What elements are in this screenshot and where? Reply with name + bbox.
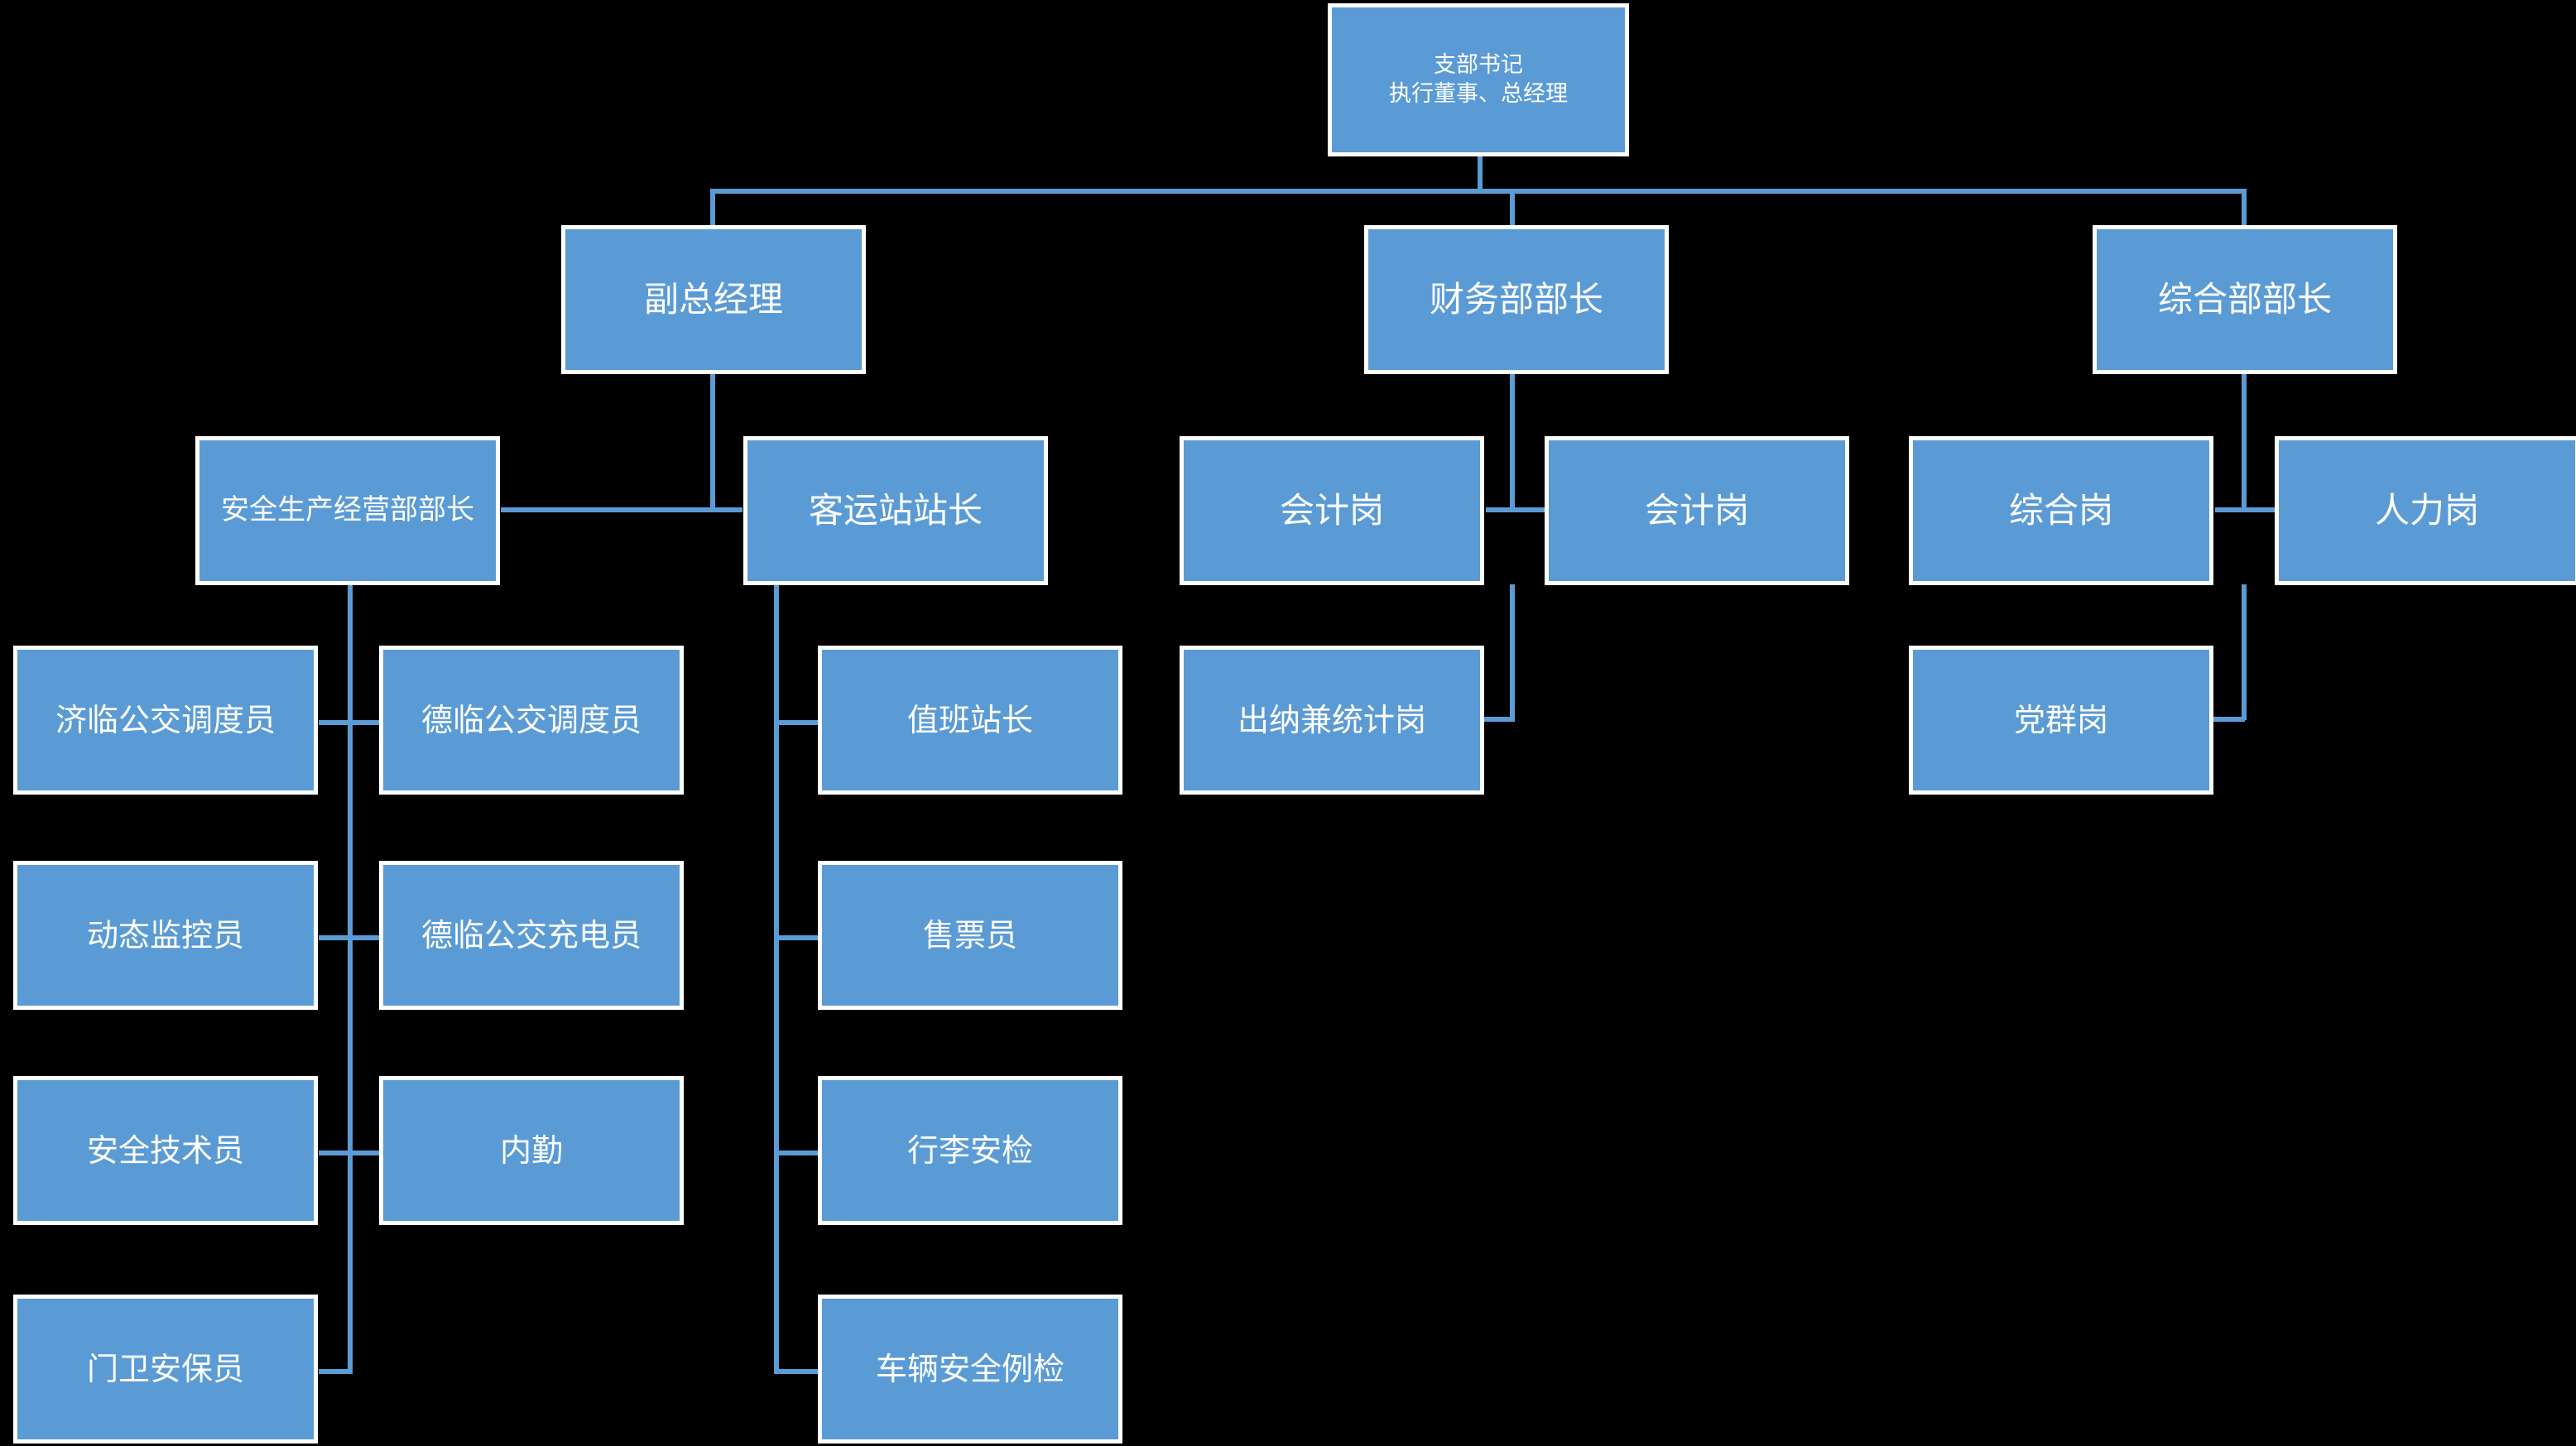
node-root[interactable]: 支部书记 执行董事、总经理 [1328,3,1629,156]
node-bus-station-master[interactable]: 客运站站长 [743,436,1048,585]
node-safety-production-department-head[interactable]: 安全生产经营部部长 [195,436,500,585]
node-finance-department-head[interactable]: 财务部部长 [1364,225,1669,374]
connector-admin-level3-bus [2215,507,2281,512]
node-baggage-security-check[interactable]: 行李安检 [818,1076,1122,1225]
node-label: 综合岗 [2008,490,2113,531]
node-accountant-post-1[interactable]: 会计岗 [1180,436,1484,585]
node-label: 值班站长 [906,701,1033,738]
node-label: 德临公交充电员 [421,916,642,954]
node-party-affairs-post[interactable]: 党群岗 [1909,646,2213,795]
node-label: 安全生产经营部部长 [221,493,474,527]
node-cashier-and-statistics-post[interactable]: 出纳兼统计岗 [1180,646,1484,795]
connector-level2-bus [710,189,2247,194]
node-label: 人力岗 [2374,490,2479,531]
node-label: 客运站站长 [808,490,983,531]
node-delin-bus-charging-operator[interactable]: 德临公交充电员 [379,861,684,1010]
node-gate-security-guard[interactable]: 门卫安保员 [13,1295,318,1444]
node-label: 党群岗 [2013,701,2108,738]
node-dynamic-monitoring-officer[interactable]: 动态监控员 [13,861,318,1010]
node-jilin-bus-dispatcher[interactable]: 济临公交调度员 [13,646,318,795]
node-general-affairs-post[interactable]: 综合岗 [1909,436,2213,585]
connector-safety-branch-left-4 [319,1369,352,1374]
node-vehicle-safety-inspection[interactable]: 车辆安全例检 [818,1295,1122,1444]
connector-deputy-gm-level3-bus [501,507,743,512]
node-label: 车辆安全例检 [875,1350,1065,1387]
connector-finance-sub-branch [1482,717,1515,722]
node-label: 动态监控员 [86,916,244,954]
node-label: 德临公交调度员 [421,701,642,738]
connector-safety-branch-right-2 [348,935,381,940]
connector-safety-branch-right-1 [348,720,381,725]
node-label: 内勤 [499,1131,563,1169]
connector-station-branch-2 [774,935,828,940]
connector-safety-trunk [348,584,353,1374]
connector-admin-sub-trunk [2242,584,2247,720]
node-accountant-post-2[interactable]: 会计岗 [1545,436,1849,585]
node-root-line1: 支部书记 [1434,51,1523,78]
node-human-resources-post[interactable]: 人力岗 [2275,436,2576,585]
node-label: 门卫安保员 [86,1350,244,1387]
connector-finance-level3-bus [1486,507,1552,512]
node-label: 副总经理 [643,279,783,320]
connector-safety-branch-left-2 [319,935,352,940]
node-delin-bus-dispatcher[interactable]: 德临公交调度员 [379,646,684,795]
node-admin-department-head[interactable]: 综合部部长 [2093,225,2397,374]
connector-safety-branch-right-3 [348,1151,381,1155]
connector-station-branch-3 [774,1151,828,1155]
connector-finance-sub-trunk [1510,584,1515,720]
connector-admin-sub-branch [2212,717,2245,722]
connector-safety-branch-left-3 [319,1151,352,1155]
connector-station-trunk [774,584,779,1374]
node-label: 会计岗 [1279,490,1384,531]
node-label: 综合部部长 [2157,279,2332,320]
node-office-clerk[interactable]: 内勤 [379,1076,684,1225]
node-label: 出纳兼统计岗 [1237,701,1426,738]
node-root-line2: 执行董事、总经理 [1389,80,1568,107]
node-label: 安全技术员 [86,1131,244,1169]
node-label: 售票员 [922,916,1017,954]
node-duty-station-master[interactable]: 值班站长 [818,646,1122,795]
connector-station-branch-1 [774,720,828,725]
node-deputy-general-manager[interactable]: 副总经理 [561,225,866,374]
node-label: 会计岗 [1644,490,1749,531]
node-label: 行李安检 [906,1131,1033,1169]
node-safety-technician[interactable]: 安全技术员 [13,1076,318,1225]
node-label: 财务部部长 [1429,279,1603,320]
node-ticket-seller[interactable]: 售票员 [818,861,1122,1010]
connector-safety-branch-left-1 [319,720,352,725]
connector-station-branch-4 [774,1369,828,1374]
node-label: 济临公交调度员 [55,701,276,738]
